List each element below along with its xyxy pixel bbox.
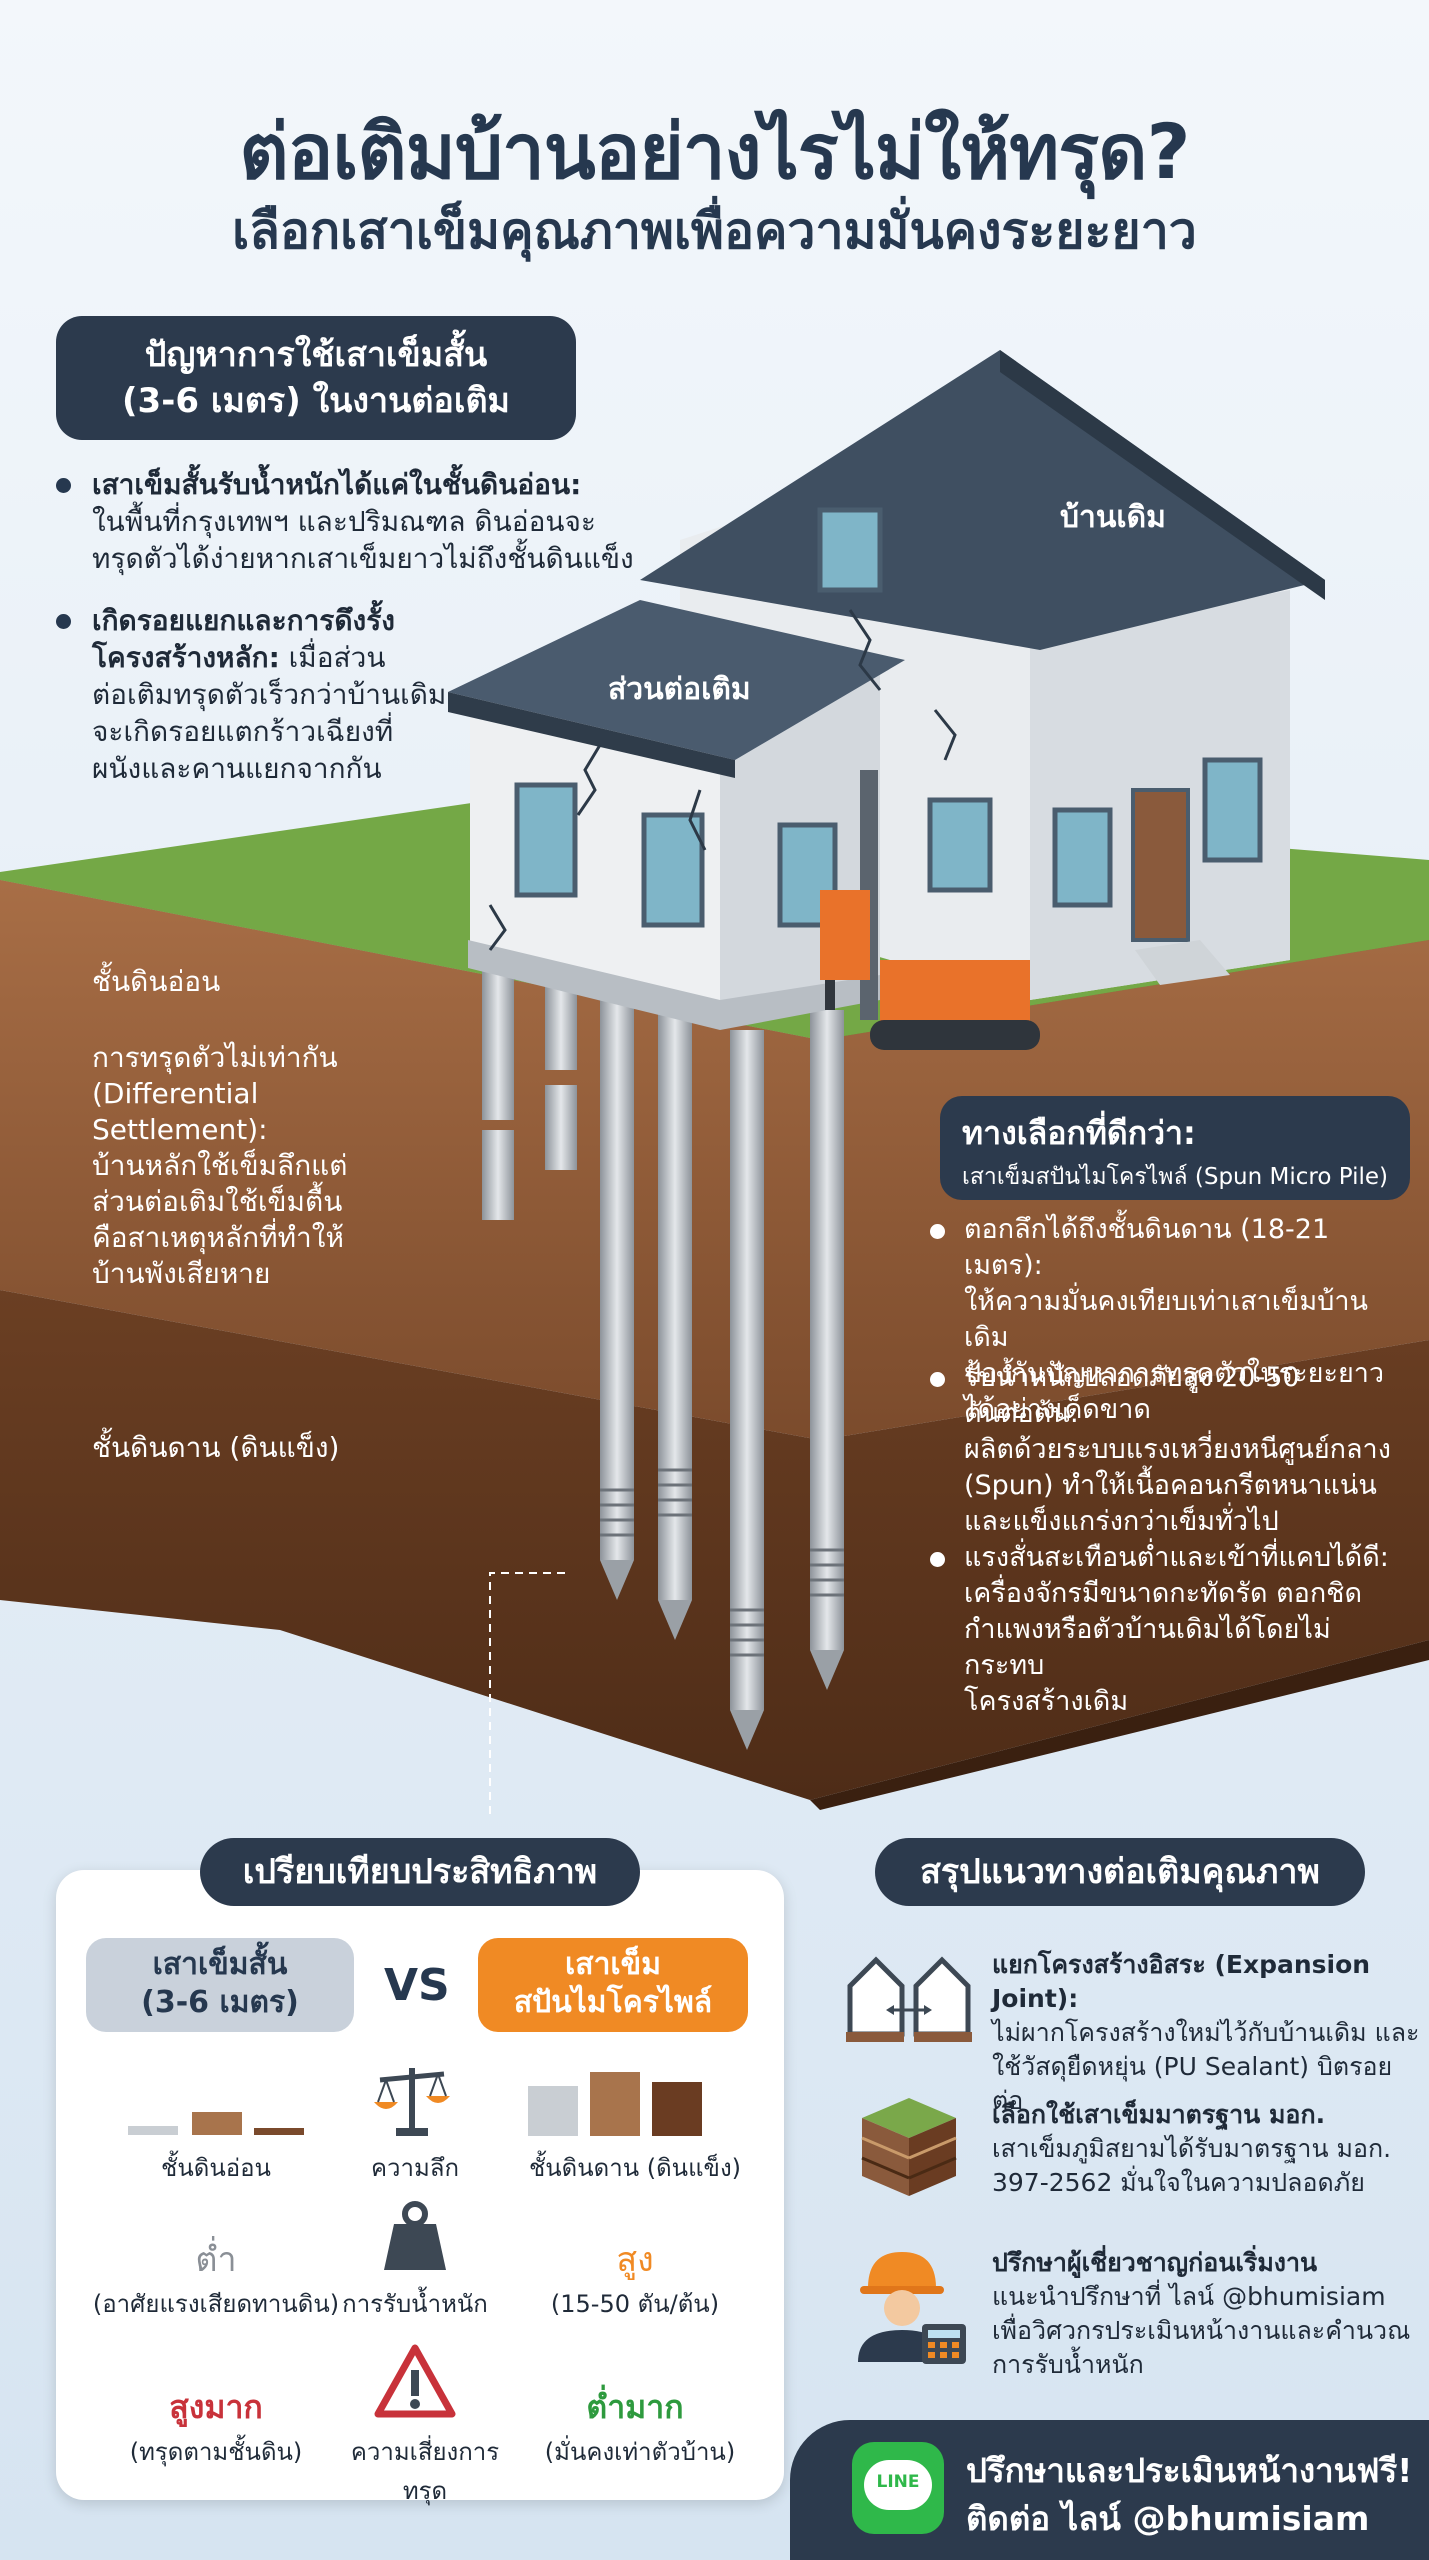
summary-item-3: ปรึกษาผู้เชี่ยวชาญก่อนเริ่มงาน แนะนำปรึก… <box>992 2246 1422 2382</box>
bullet-dot <box>930 1552 945 1567</box>
point-line: และแข็งแกร่งกว่าเข็มทั่วไป <box>964 1506 1279 1537</box>
risk-left-value: สูงมาก <box>169 2388 263 2426</box>
shallow-soil-swatch <box>128 2112 304 2135</box>
label-line: เสาเข็มสั้น <box>152 1947 288 1982</box>
old-house-label: บ้านเดิม <box>1060 500 1166 535</box>
better-point-3: แรงสั่นสะเทือนต่ำและเข้าที่แคบได้ดี: เคร… <box>930 1540 1410 1720</box>
summary-item-text: เพื่อวิศวกรประเมินหน้างานและคำนวณ <box>992 2316 1411 2345</box>
point-line: ผลิตด้วยระบบแรงเหวี่ยงหนีศูนย์กลาง <box>964 1434 1391 1465</box>
better-title: ทางเลือกที่ดีกว่า: <box>962 1114 1196 1152</box>
label-line: เสาเข็ม <box>565 1947 661 1982</box>
bullet-text: ในพื้นที่กรุงเทพฯ และปริมณฑล ดินอ่อนจะ <box>92 505 596 538</box>
cta-line-1: ปรึกษาและประเมินหน้างานฟรี! <box>966 2451 1413 2490</box>
spun-pile-label: เสาเข็ม สปันไมโครไพล์ <box>478 1938 748 2032</box>
summary-item-text: แนะนำปรึกษาที่ ไลน์ @bhumisiam <box>992 2282 1386 2311</box>
load-right-value: สูง <box>616 2240 654 2280</box>
summary-item-text: เสาเข็มภูมิสยามได้รับมาตรฐาน มอก. <box>992 2134 1392 2163</box>
note-line: ส่วนต่อเติมใช้เข็มตื้น <box>92 1185 343 1218</box>
soft-soil-label: ชั้นดินอ่อน <box>92 965 221 998</box>
expansion-joint-icon <box>846 1956 972 2042</box>
weight-icon <box>384 2201 446 2270</box>
point-line: ตันต่อต้น: <box>964 1398 1079 1429</box>
line-logo-text: LINE <box>876 2472 920 2492</box>
line-logo-icon[interactable]: LINE <box>852 2442 944 2534</box>
point-line: (Spun) ทำให้เนื้อคอนกรีตหนาแน่น <box>964 1470 1377 1501</box>
comparison-heading: เปรียบเทียบประสิทธิภาพ <box>200 1838 640 1906</box>
engineer-icon <box>858 2252 966 2364</box>
bullet-text: เมื่อส่วน <box>279 641 386 674</box>
page-subtitle: เลือกเสาเข็มคุณภาพเพื่อความมั่นคงระยะยาว <box>232 202 1197 260</box>
note-line: บ้านพังเสียหาย <box>92 1257 271 1290</box>
summary-item-text: การรับน้ำหนัก <box>992 2350 1144 2379</box>
warning-icon <box>374 2344 456 2418</box>
point-line: ตอกลึกได้ถึงชั้นดินดาน (18-21 เมตร): <box>964 1214 1330 1281</box>
cta-line-2[interactable]: ติดต่อ ไลน์ @bhumisiam <box>966 2499 1370 2538</box>
deep-soil-swatch <box>528 2072 702 2136</box>
summary-item-heading: เลือกใช้เสาเข็มมาตรฐาน มอก. <box>992 2100 1326 2129</box>
risk-left-note: (ทรุดตามชั้นดิน) <box>129 2438 303 2466</box>
risk-right-note: (มั่นคงเท่าตัวบ้าน) <box>544 2438 736 2466</box>
point-line: ได้อย่างเด็ดขาด <box>964 1394 1151 1425</box>
bullet-dot <box>56 478 71 493</box>
bullet-dot <box>930 1372 945 1387</box>
better-option-heading: ทางเลือกที่ดีกว่า: เสาเข็มสปันไมโครไพล์ … <box>940 1096 1410 1200</box>
load-left-value: ต่ำ <box>195 2240 237 2280</box>
summary-item-text: ใช้วัสดุยืดหยุ่น (PU Sealant) บิตรอยต่อ <box>992 2052 1393 2115</box>
problem-heading-line1: ปัญหาการใช้เสาเข็มสั้น <box>144 335 488 375</box>
point-line: โครงสร้างเดิม <box>964 1686 1129 1717</box>
note-line: บ้านหลักใช้เข็มลึกแต่ <box>92 1149 348 1182</box>
scale-icon <box>374 2068 450 2136</box>
bullet-text: ทรุดตัวได้ง่ายหากเสาเข็มยาวไม่ถึงชั้นดิน… <box>92 542 634 575</box>
problem-heading: ปัญหาการใช้เสาเข็มสั้น (3-6 เมตร) ในงานต… <box>56 316 576 440</box>
risk-criterion: ความเสี่ยงการทรุด <box>350 2438 500 2505</box>
bullet-text: ต่อเติมทรุดตัวเร็วกว่าบ้านเดิม <box>92 678 447 711</box>
summary-item-text: 397-2562 มั่นใจในความปลอดภัย <box>992 2168 1365 2197</box>
better-point-1: ตอกลึกได้ถึงชั้นดินดาน (18-21 เมตร): ให้… <box>930 1212 1410 1428</box>
point-line: แรงสั่นสะเทือนต่ำและเข้าที่แคบได้ดี: <box>964 1542 1389 1573</box>
bullet-heading: เสาเข็มสั้นรับน้ำหนักได้แค่ในชั้นดินอ่อน… <box>92 468 582 501</box>
summary-item-1: แยกโครงสร้างอิสระ (Expansion Joint): ไม่… <box>992 1948 1422 2118</box>
soil-layers-icon <box>861 2098 957 2196</box>
summary-item-text: ไม่ผากโครงสร้างใหม่ไว้กับบ้านเดิม และ <box>992 2018 1420 2047</box>
bullet-heading: โครงสร้างหลัก: <box>92 641 280 674</box>
note-line: คือสาเหตุหลักที่ทำให้ <box>92 1221 344 1254</box>
point-line: กำแพงหรือตัวบ้านเดิมได้โดยไม่กระทบ <box>964 1614 1331 1681</box>
bullet-text: ผนังและคานแยกจากกัน <box>92 752 382 785</box>
point-line: เครื่องจักรมีขนาดกะทัดรัด ตอกชิด <box>964 1578 1363 1609</box>
load-right-note: (15-50 ตัน/ต้น) <box>550 2290 720 2318</box>
extension-label: ส่วนต่อเติม <box>608 672 751 707</box>
label-line: (3-6 เมตร) <box>141 1985 299 2020</box>
point-line: ป้องกันปัญหาการทรุดตัวในระยะยาว <box>964 1358 1385 1389</box>
bullet-dot <box>56 614 71 629</box>
summary-heading: สรุปแนวทางต่อเติมคุณภาพ <box>875 1838 1365 1906</box>
point-line: ให้ความมั่นคงเทียบเท่าเสาเข็มบ้านเดิม <box>964 1286 1368 1353</box>
note-line: (Differential Settlement): <box>92 1077 268 1146</box>
load-left-note: (อาศัยแรงเสียดทานดิน) <box>92 2290 340 2318</box>
depth-right: ชั้นดินดาน (ดินแข็ง) <box>528 2154 742 2182</box>
differential-settlement-note: การทรุดตัวไม่เท่ากัน (Differential Settl… <box>92 1040 432 1292</box>
problem-bullet-2: เกิดรอยแยกและการดึงรั้ง โครงสร้างหลัก: เ… <box>56 602 476 787</box>
depth-criterion: ความลึก <box>370 2154 460 2182</box>
bullet-dot <box>930 1224 945 1239</box>
note-line: การทรุดตัวไม่เท่ากัน <box>92 1041 338 1074</box>
short-pile-label: เสาเข็มสั้น (3-6 เมตร) <box>86 1938 354 2032</box>
summary-item-heading: แยกโครงสร้างอิสระ (Expansion Joint): <box>992 1950 1371 2013</box>
page-title: ต่อเติมบ้านอย่างไรไม่ให้ทรุด? <box>239 107 1190 196</box>
label-line: สปันไมโครไพล์ <box>513 1985 713 2020</box>
problem-bullet-1: เสาเข็มสั้นรับน้ำหนักได้แค่ในชั้นดินอ่อน… <box>56 466 656 577</box>
summary-item-heading: ปรึกษาผู้เชี่ยวชาญก่อนเริ่มงาน <box>992 2248 1318 2277</box>
depth-left: ชั้นดินอ่อน <box>161 2154 271 2182</box>
risk-right-value: ต่ำมาก <box>586 2388 684 2426</box>
load-criterion: การรับน้ำหนัก <box>342 2290 488 2318</box>
bullet-text: จะเกิดรอยแตกร้าวเฉียงที่ <box>92 715 394 748</box>
problem-heading-line2: (3-6 เมตร) ในงานต่อเติม <box>122 381 510 421</box>
bullet-heading: เกิดรอยแยกและการดึงรั้ง <box>92 604 395 637</box>
better-subtitle: เสาเข็มสปันไมโครไพล์ (Spun Micro Pile) <box>962 1164 1388 1190</box>
better-point-2: รับน้ำหนักปลอดภัยสูง 20-50 ตันต่อต้น: ผล… <box>930 1360 1410 1540</box>
summary-item-2: เลือกใช้เสาเข็มมาตรฐาน มอก. เสาเข็มภูมิส… <box>992 2098 1422 2200</box>
hard-soil-label: ชั้นดินดาน (ดินแข็ง) <box>92 1431 340 1464</box>
vs-label: VS <box>384 1960 450 2011</box>
point-line: รับน้ำหนักปลอดภัยสูง 20-50 <box>964 1362 1300 1393</box>
